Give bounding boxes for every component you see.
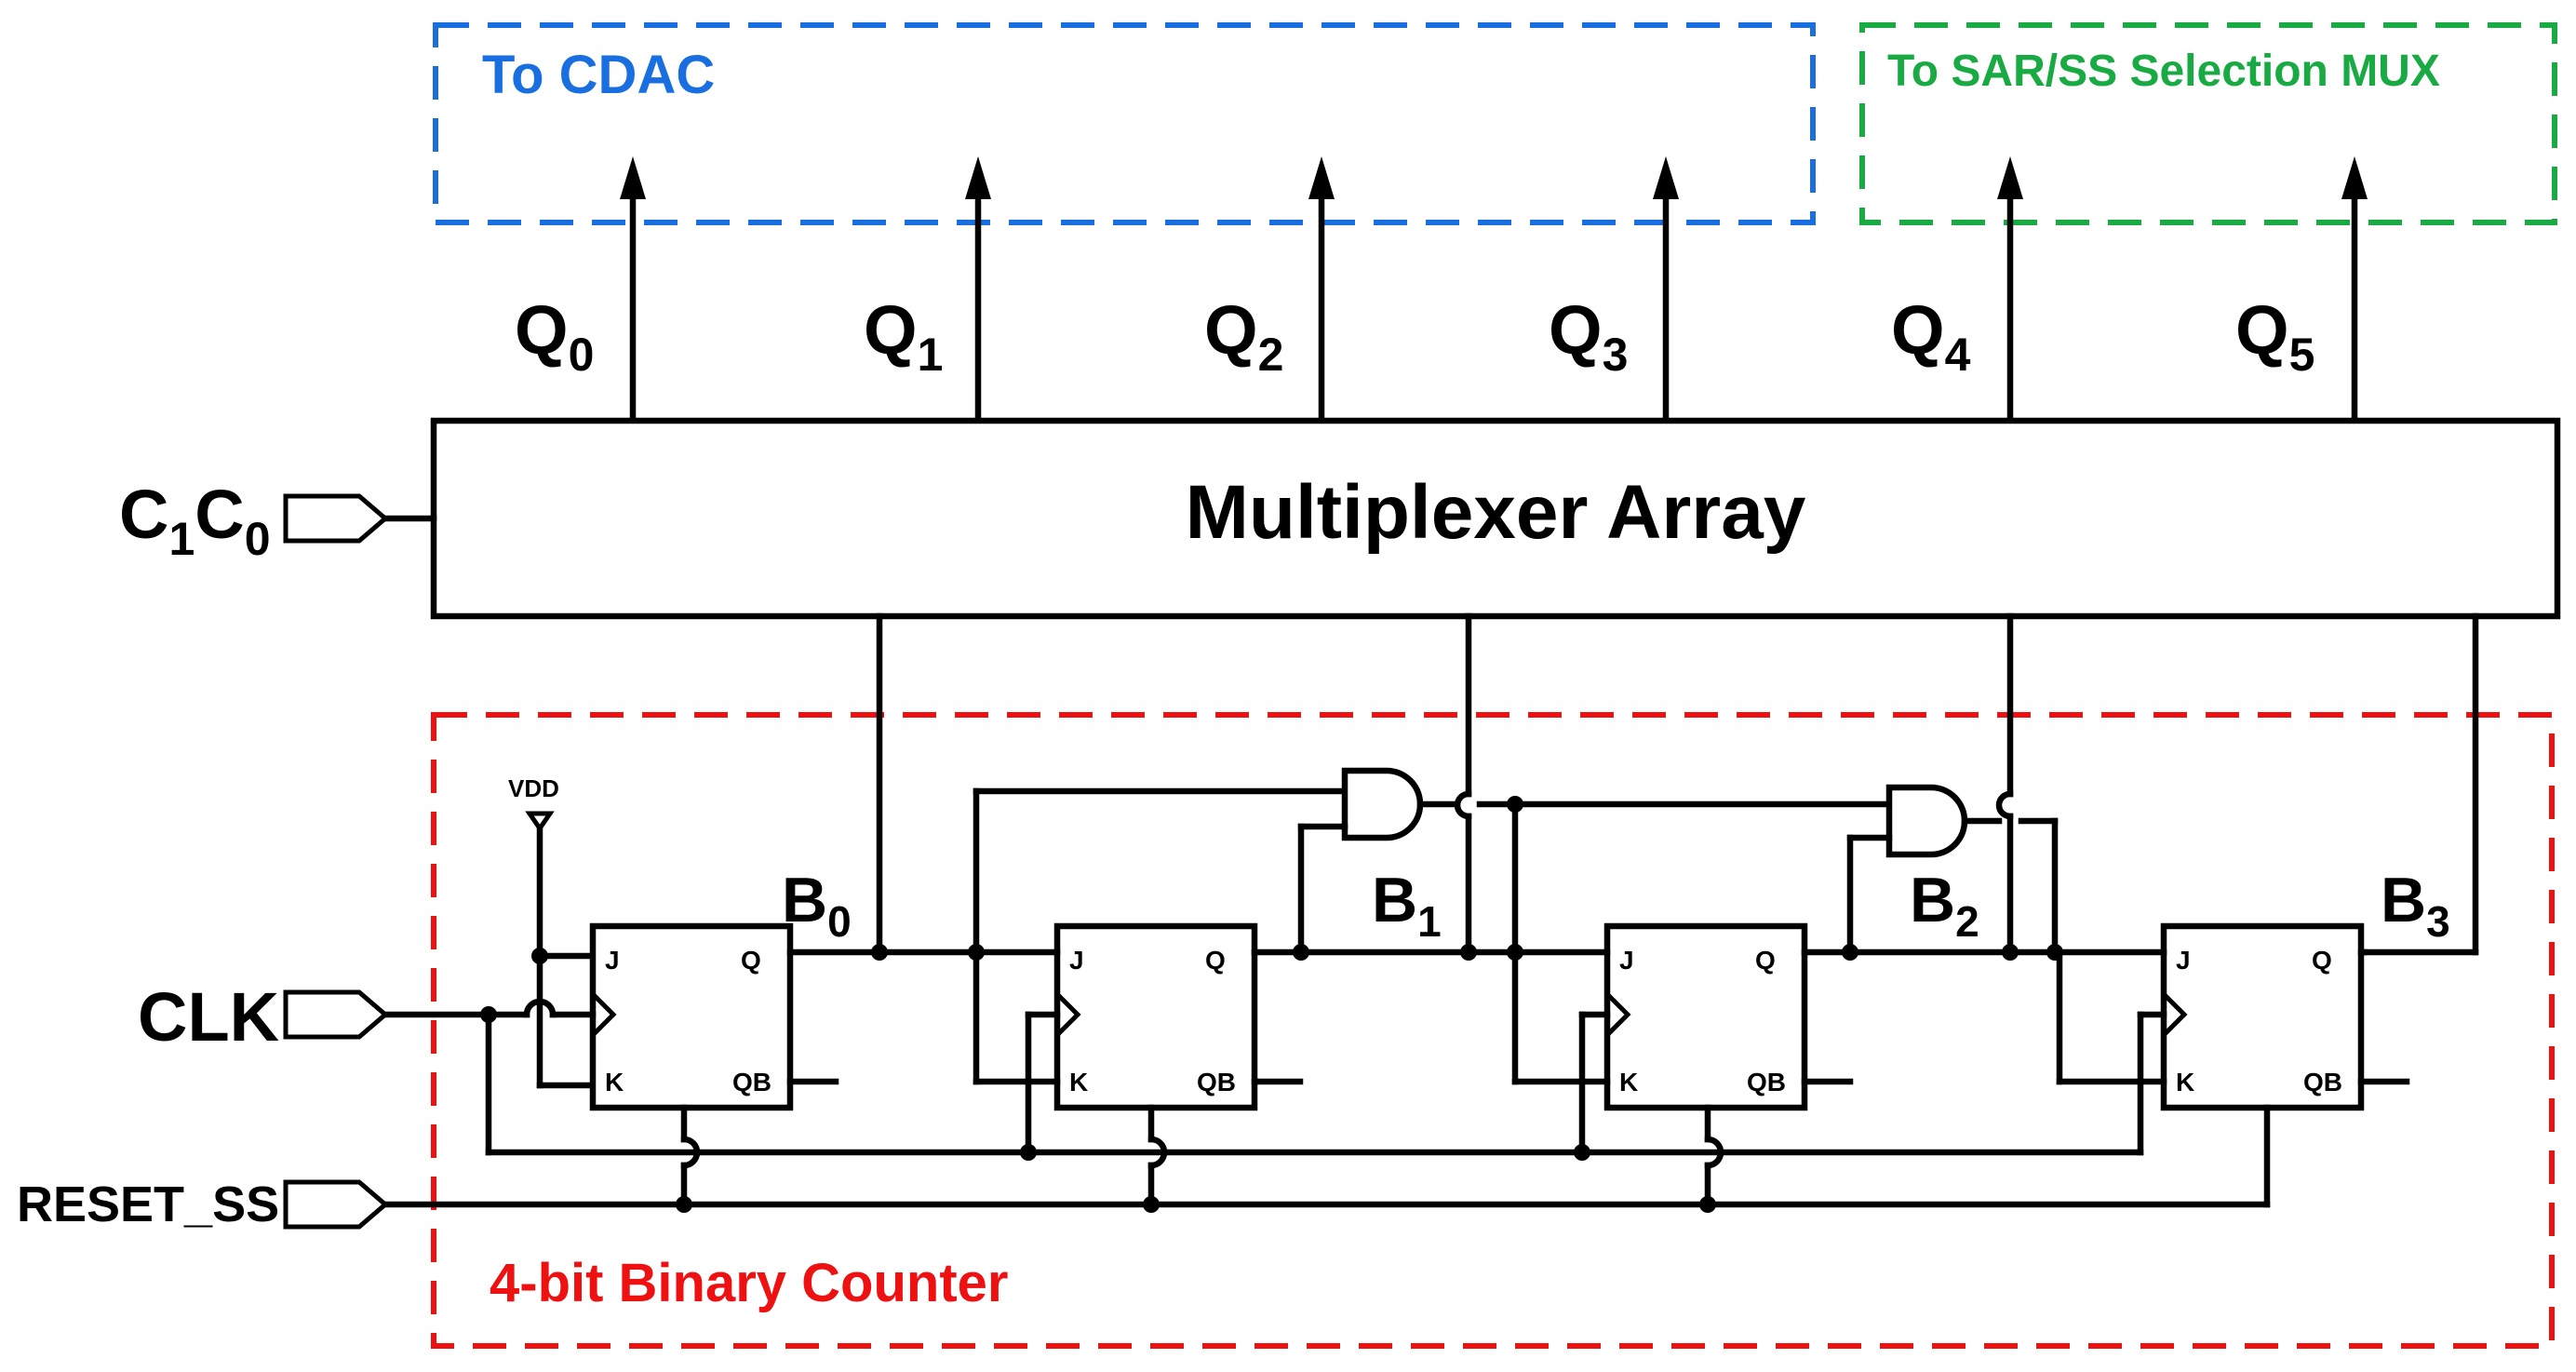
mux-input-wires	[876, 612, 2479, 956]
flipflop-1: J K Q QB	[1053, 922, 1258, 1111]
q4-label: Q4	[1891, 291, 1971, 381]
svg-text:J: J	[2176, 946, 2191, 975]
b2-label: B2	[1910, 865, 1979, 946]
svg-text:J: J	[1619, 946, 1634, 975]
vdd-symbol	[525, 811, 555, 833]
svg-text:K: K	[2176, 1068, 2194, 1096]
jk-wiring	[973, 787, 2167, 1085]
svg-text:QB: QB	[1747, 1068, 1786, 1096]
b1-label: B1	[1372, 865, 1442, 946]
svg-text:Q: Q	[1755, 946, 1776, 975]
q1-label: Q1	[864, 291, 943, 381]
q2-label: Q2	[1204, 291, 1283, 381]
cdac-region	[433, 22, 1816, 225]
reset-input-port	[283, 1179, 389, 1230]
svg-text:K: K	[1619, 1068, 1638, 1096]
reset-network	[382, 1104, 2271, 1208]
svg-text:J: J	[605, 946, 620, 975]
q0-label: Q0	[515, 291, 594, 381]
and-gate-1	[1297, 767, 1893, 956]
svg-text:QB: QB	[1197, 1068, 1236, 1096]
output-arrows	[620, 156, 2368, 424]
b0-label: B0	[782, 865, 852, 946]
q3-label: Q3	[1549, 291, 1628, 381]
svg-text:QB: QB	[732, 1068, 771, 1096]
b3-label: B3	[2381, 865, 2450, 946]
clk-label: CLK	[138, 978, 279, 1056]
svg-text:Q: Q	[741, 946, 761, 975]
and-gate-2	[1846, 784, 2059, 956]
vdd-label: VDD	[508, 774, 559, 802]
q5-label: Q5	[2235, 291, 2314, 381]
mux-region	[1859, 22, 2557, 225]
counter-region	[431, 712, 2555, 1349]
svg-text:Q: Q	[2312, 946, 2332, 975]
clk-input-port	[283, 989, 389, 1040]
svg-text:Q: Q	[1205, 946, 1226, 975]
junction-dots	[480, 796, 2063, 1213]
clk-network	[382, 998, 2167, 1156]
select-input-port	[283, 493, 389, 544]
flipflop-2: J K Q QB	[1603, 922, 1808, 1111]
mux-region-label: To SAR/SS Selection MUX	[1887, 47, 2440, 96]
svg-text:QB: QB	[2303, 1068, 2342, 1096]
multiplexer-array-label: Multiplexer Array	[1186, 470, 1806, 555]
reset-label: RESET_SS	[17, 1177, 279, 1232]
cdac-region-label: To CDAC	[482, 45, 715, 105]
flipflop-0: J K Q QB	[589, 922, 794, 1111]
select-input-label: C1C0	[119, 476, 271, 565]
flipflop-3: J K Q QB	[2160, 922, 2365, 1111]
svg-text:J: J	[1069, 946, 1084, 975]
counter-region-label: 4-bit Binary Counter	[490, 1253, 1009, 1313]
svg-text:K: K	[1069, 1068, 1088, 1096]
svg-text:K: K	[605, 1068, 624, 1096]
